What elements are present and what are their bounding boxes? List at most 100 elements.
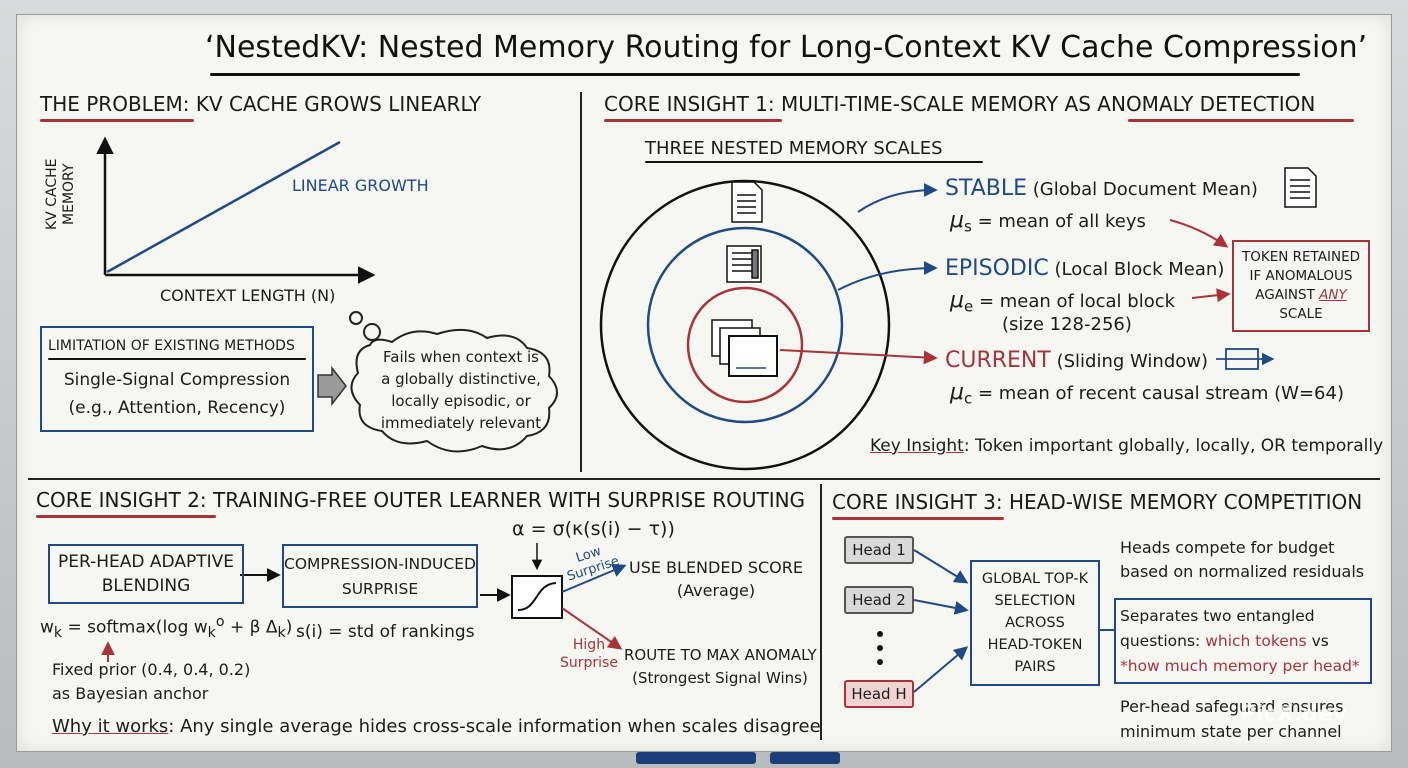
high-line2: Surprise [560,655,618,671]
current-label: CURRENT [945,348,1051,373]
thought-line3: locally episodic, or [391,392,531,410]
prior-line1: Fixed prior (0.4, 0.4, 0.2) [52,660,251,679]
episodic-circle [646,226,844,424]
high-line1: High [572,637,606,653]
safe-line2: minimum state per channel [1120,722,1342,741]
mu-c-sub: c [964,389,973,408]
limitation-title-underline [48,358,306,360]
sep-line2c: vs [1306,632,1329,650]
linear-growth-label: LINEAR GROWTH [292,176,429,195]
document-icon-episodic [726,245,762,283]
sep-line1: Separates two entangled [1120,607,1315,625]
insight1-heading-mid: : MULTI-TIME-SCALE MEMORY AS [767,92,1098,116]
stable-circle [599,179,891,471]
episodic-to-retained-arrow [1191,288,1231,303]
separates-text: Separates two entangled questions: which… [1120,604,1360,679]
ellipsis-dot [877,645,883,651]
head2-arrow [913,599,969,615]
token-retained-text: TOKEN RETAINED IF ANOMALOUS AGAINST ANY … [1232,248,1370,324]
insight1-underline [604,119,782,122]
retained-line2: IF ANOMALOUS [1249,268,1353,284]
topk-line2: SELECTION [994,593,1076,609]
title-underline [210,73,1300,76]
insight2-heading-rest: : TRAINING-FREE OUTER LEARNER WITH SURPR… [199,488,806,512]
sigmoid-curve [517,582,557,611]
thought-cloud [350,328,558,453]
headH-box: Head H [844,680,914,708]
subheading-underline [645,161,983,163]
thought-line1: Fails when context is [383,348,539,366]
route-max-line2: (Strongest Signal Wins) [632,669,808,687]
wf-w: w [40,617,54,638]
limitation-arrow [317,365,347,407]
weight-formula: wk = softmax(log wko + β Δk) [40,614,292,641]
thought-text: Fails when context is a globally distinc… [356,346,566,434]
use-blended-text: USE BLENDED SCORE (Average) [626,556,806,602]
wf-sub3: k [277,625,286,642]
topk-line5: PAIRS [1014,659,1056,675]
blend-line1: PER-HEAD ADAPTIVE [58,552,234,572]
use-blended-line1: USE BLENDED SCORE [628,558,803,577]
current-arrow [779,349,938,365]
page-title: ‘NestedKV: Nested Memory Routing for Lon… [205,30,1368,65]
stacked-pages-icon [711,319,778,377]
document-icon-right [1284,167,1317,208]
thought-line2: a globally distinctive, [381,370,541,388]
route-max-text: ROUTE TO MAX ANOMALY (Strongest Signal W… [624,644,817,690]
mu-c-symbol: μ [950,380,964,405]
current-definition: = mean of recent causal stream (W=64) [977,383,1344,404]
sep-which-tokens: which tokens [1205,632,1307,650]
key-insight-lead: Key Insight [870,436,964,456]
compete-text: Heads compete for budget based on normal… [1120,536,1364,584]
limitation-box [40,326,314,432]
topk-line3: ACROSS [1005,615,1065,631]
blue-marker[interactable] [636,752,756,764]
mu-e-sub: e [964,297,974,316]
current-circle [686,286,804,404]
route-max-line1: ROUTE TO MAX ANOMALY [624,646,817,664]
topk-selection-text: GLOBAL TOP-K SELECTION ACROSS HEAD-TOKEN… [970,568,1100,678]
wf-close: ) [285,617,293,638]
insight3-heading-lead: CORE INSIGHT 3 [832,490,996,514]
stable-label: STABLE [945,176,1027,201]
use-blended-line2: (Average) [676,581,756,600]
episodic-desc: (Local Block Mean) [1054,259,1225,280]
retained-any: ANY [1319,287,1347,303]
surprise-box [282,544,478,608]
std-formula: s(i) = std of rankings [296,622,475,642]
surprise-line2: SURPRISE [341,580,419,598]
top-vertical-divider [580,92,582,472]
surprise-line1: COMPRESSION-INDUCED [284,555,476,573]
key-insight-rest: : Token important globally, locally, OR … [963,436,1384,456]
low-surprise-arrow [561,563,627,593]
thought-line4: immediately relevant [380,414,542,432]
safe-line1: Per-head safeguard ensures [1120,697,1344,716]
topk-line4: HEAD-TOKEN [987,637,1083,653]
insight2-heading-lead: CORE INSIGHT 2 [36,488,200,512]
horizontal-divider [28,478,1380,480]
anomaly-underline [1128,119,1354,122]
problem-heading-rest: : KV CACHE GROWS LINEARLY [182,92,482,116]
ellipsis-dot [877,631,883,637]
y-axis-label-line1: KV CACHE [44,158,60,230]
compete-line2: based on normalized residuals [1120,562,1365,581]
compete-line1: Heads compete for budget [1120,538,1335,557]
stable-to-retained-arrow [1169,219,1229,248]
insight2-underline [36,515,216,518]
prior-line2: as Bayesian anchor [52,684,209,703]
wf-sup2: o [215,614,225,630]
topk-selection-box [970,560,1100,686]
watermark: PicX.dev [1240,702,1348,727]
stable-desc: (Global Document Mean) [1032,179,1258,200]
thought-bubble-small [349,311,363,325]
topk-line1: GLOBAL TOP-K [981,571,1089,587]
blue-marker-cap[interactable] [770,752,840,764]
head1-arrow [913,549,969,584]
high-surprise-arrow [561,607,623,650]
mu-s-symbol: μ [950,208,964,233]
document-icon-stable [731,181,763,223]
high-surprise-label: High Surprise [560,636,618,672]
problem-heading-lead: THE PROBLEM [40,92,183,116]
limitation-title: LIMITATION OF EXISTING METHODS [48,338,295,354]
headH-arrow [913,646,969,693]
